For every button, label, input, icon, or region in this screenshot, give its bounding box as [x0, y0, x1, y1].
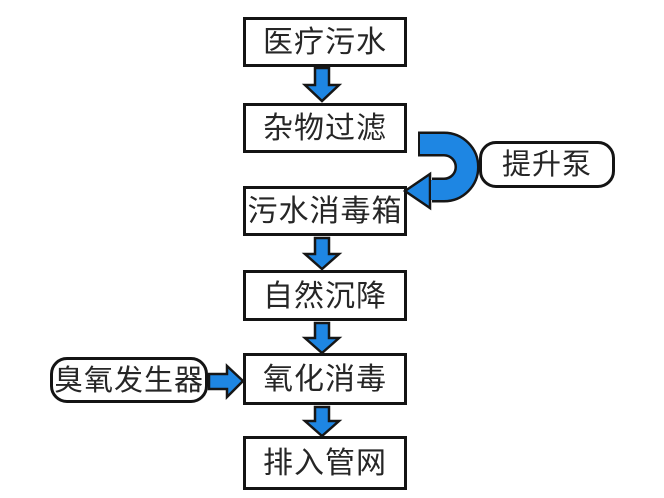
arrow-medical-to-filter-icon: [301, 66, 343, 103]
arrow-oxidation-to-discharge-icon: [301, 405, 343, 438]
node-oxidation-disinfection-label: 氧化消毒: [263, 363, 387, 396]
node-medical-sewage-label: 医疗污水: [263, 26, 387, 59]
arrow-sedimentation-to-oxidation-icon: [301, 321, 343, 355]
side-label-ozone-generator: 臭氧发生器: [50, 357, 208, 403]
lift-pump-label: 提升泵: [501, 149, 592, 181]
node-oxidation-disinfection: 氧化消毒: [243, 353, 407, 405]
arrow-ozone-to-oxidation-icon: [207, 363, 245, 401]
ozone-generator-label: 臭氧发生器: [53, 364, 204, 397]
node-debris-filter: 杂物过滤: [243, 103, 407, 153]
node-debris-filter-label: 杂物过滤: [263, 112, 387, 145]
node-natural-sedimentation-label: 自然沉降: [263, 279, 387, 313]
node-sewage-disinfection-tank-label: 污水消毒箱: [247, 195, 403, 228]
node-discharge-pipe-network-label: 排入管网: [263, 447, 387, 480]
node-natural-sedimentation: 自然沉降: [243, 270, 407, 321]
node-medical-sewage: 医疗污水: [243, 17, 407, 67]
node-sewage-disinfection-tank: 污水消毒箱: [243, 186, 407, 236]
curved-arrow-filter-to-tank-icon: [402, 131, 480, 211]
node-discharge-pipe-network: 排入管网: [243, 436, 407, 490]
side-label-lift-pump: 提升泵: [479, 141, 615, 188]
arrow-tank-to-sedimentation-icon: [301, 236, 343, 271]
